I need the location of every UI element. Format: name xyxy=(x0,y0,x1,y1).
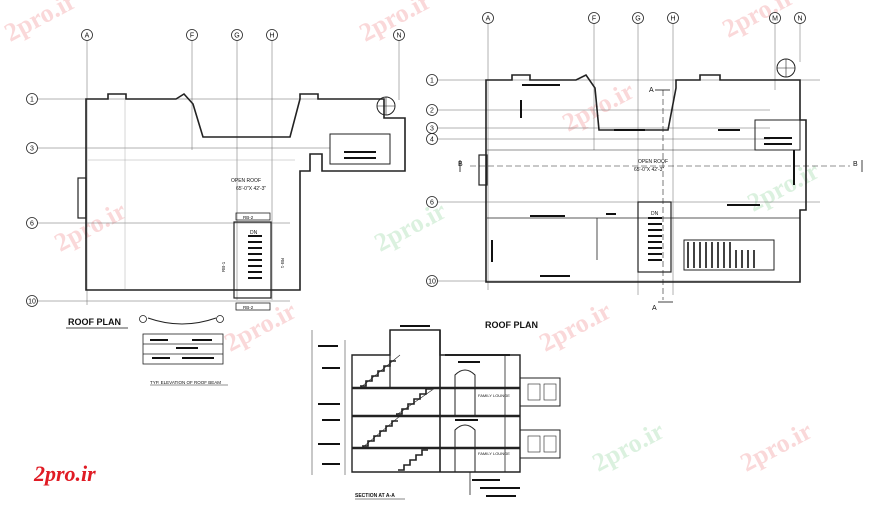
grid-label: H xyxy=(670,16,675,23)
section-mark: B xyxy=(853,161,858,168)
right-stair xyxy=(637,201,672,273)
right-wall-projection xyxy=(478,154,488,186)
right-wall-marks xyxy=(491,84,795,277)
grid-label: 4 xyxy=(430,137,434,144)
right-stair-treads xyxy=(648,217,662,261)
grid-label: 10 xyxy=(428,279,436,286)
beam-strip xyxy=(235,302,271,311)
beam-label: RB-2 xyxy=(243,305,254,310)
grid-label: G xyxy=(234,33,239,40)
grid-label: G xyxy=(635,16,640,23)
grid-label: 3 xyxy=(430,126,434,133)
right-grid-labels: A F G H M N 1 2 3 4 6 10 xyxy=(428,16,802,286)
left-grid-bubbles xyxy=(26,29,405,307)
room-label: FAMILY LOUNGE xyxy=(478,451,510,456)
section-mark: B xyxy=(458,161,463,168)
grid-label: A xyxy=(486,16,491,23)
right-roof-outline xyxy=(485,73,807,283)
section-caption: SECTION AT A-A xyxy=(355,493,395,499)
grid-label: F xyxy=(190,33,194,40)
beam-detail-caption: TYP. ELEVATION OF ROOF BEAM xyxy=(150,380,221,385)
grid-label: M xyxy=(772,16,778,23)
open-roof-dims: 65'-0"X 42'-3" xyxy=(634,167,664,173)
stair-dn-label: DN xyxy=(651,211,659,217)
left-grid-labels: A F G H N 1 3 6 10 xyxy=(28,33,401,306)
left-plan-text: OPEN ROOF 65'-0"X 42'-3" DN RB-2 RB-1 RB… xyxy=(68,178,285,327)
right-plan-title: ROOF PLAN xyxy=(485,320,538,330)
right-roof-plan xyxy=(438,23,850,300)
section-mark: A xyxy=(652,305,657,312)
section-dim-tags xyxy=(318,325,520,497)
grid-label: 2 xyxy=(430,108,434,115)
left-stair-treads xyxy=(248,235,262,279)
grid-label: 6 xyxy=(30,221,34,228)
section-text: FAMILY LOUNGE FAMILY LOUNGE SECTION AT A… xyxy=(355,393,510,499)
section-arrows xyxy=(459,89,863,303)
grid-label: N xyxy=(396,33,401,40)
grid-label: 1 xyxy=(30,97,34,104)
grid-label: F xyxy=(592,16,596,23)
grid-label: A xyxy=(85,33,90,40)
section-window xyxy=(519,429,561,459)
section-aa xyxy=(311,325,561,497)
grid-label: 3 xyxy=(30,146,34,153)
left-stair-upper xyxy=(329,133,391,165)
beam-label: RB-2 xyxy=(243,215,254,220)
room-label: FAMILY LOUNGE xyxy=(478,393,510,398)
grid-label: 6 xyxy=(430,200,434,207)
left-roof-outline xyxy=(85,92,406,291)
beam-label: RB-1 xyxy=(280,258,285,269)
open-roof-label: OPEN ROOF xyxy=(231,178,261,184)
grid-label: 10 xyxy=(28,299,36,306)
right-stair-upper xyxy=(754,119,801,151)
section-window xyxy=(519,377,561,407)
left-stair xyxy=(233,221,272,299)
right-grid-lines xyxy=(438,23,820,295)
grid-label: H xyxy=(269,33,274,40)
beam-strip xyxy=(235,212,271,221)
left-wall-projection xyxy=(77,177,87,219)
beam-label: RB-1 xyxy=(221,261,226,272)
site-logo: 2pro.ir xyxy=(34,461,96,486)
left-roof-plan xyxy=(38,40,406,311)
open-roof-label: OPEN ROOF xyxy=(638,159,668,165)
roof-beam-detail xyxy=(139,315,228,386)
right-plan-text: OPEN ROOF 65'-0"X 42'-3" DN A A B B ROOF… xyxy=(458,87,858,330)
stair-dn-label: DN xyxy=(250,230,258,236)
right-lower-treads xyxy=(687,242,755,268)
right-stair-lower xyxy=(683,239,775,271)
right-grid-bubbles xyxy=(426,12,806,287)
left-plan-title: ROOF PLAN xyxy=(68,317,121,327)
section-mark: A xyxy=(649,87,654,94)
open-roof-dims: 65'-0"X 42'-3" xyxy=(236,186,266,192)
left-grid-lines xyxy=(38,40,400,305)
grid-label: N xyxy=(797,16,802,23)
grid-label: 1 xyxy=(430,78,434,85)
